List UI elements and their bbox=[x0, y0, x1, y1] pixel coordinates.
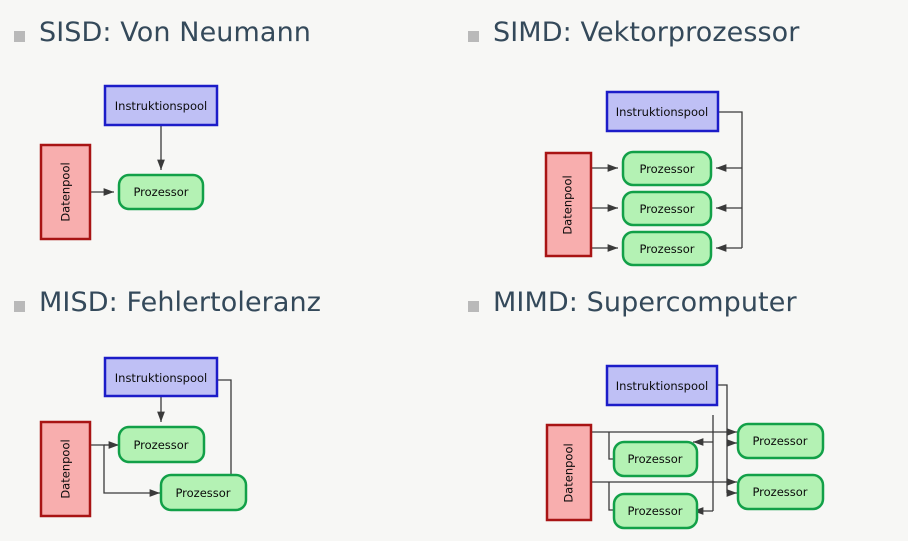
heading-sisd-text: SISD: Von Neumann bbox=[39, 17, 311, 48]
connector-instruction-bus bbox=[718, 111, 743, 248]
node-data-pool-label: Datenpool bbox=[561, 175, 575, 234]
node-processor-2-label: Prozessor bbox=[175, 486, 230, 500]
quadrant-sisd: SISD: Von Neumann Instruktionspool bbox=[0, 0, 454, 270]
node-processor-inner-2: Prozessor bbox=[612, 492, 699, 530]
node-processor-3: Prozessor bbox=[621, 230, 713, 267]
node-processor-outer-1: Prozessor bbox=[736, 422, 825, 460]
node-data-pool: Datenpool bbox=[544, 151, 593, 258]
node-data-pool: Datenpool bbox=[39, 143, 92, 241]
node-instruction-pool: Instruktionspool bbox=[605, 90, 720, 133]
node-processor-inner-1: Prozessor bbox=[612, 440, 699, 478]
node-data-pool-label: Datenpool bbox=[562, 443, 576, 502]
node-instruction-pool: Instruktionspool bbox=[103, 84, 219, 127]
connector-instruction-to-processor-2 bbox=[217, 379, 235, 486]
node-data-pool-label: Datenpool bbox=[59, 439, 73, 498]
node-instruction-pool: Instruktionspool bbox=[605, 364, 719, 407]
node-processor-outer-1-label: Prozessor bbox=[752, 434, 807, 448]
heading-misd-text: MISD: Fehlertoleranz bbox=[39, 287, 322, 318]
quadrant-misd: MISD: Fehlertoleranz bbox=[0, 270, 454, 540]
node-processor-inner-2-label: Prozessor bbox=[627, 504, 682, 518]
bullet-square-icon bbox=[14, 31, 25, 42]
heading-mimd: MIMD: Supercomputer bbox=[468, 286, 797, 320]
heading-simd: SIMD: Vektorprozessor bbox=[468, 16, 800, 50]
node-processor-outer-2: Prozessor bbox=[736, 473, 825, 511]
node-processor-outer-2-label: Prozessor bbox=[752, 485, 807, 499]
node-processor-1: Prozessor bbox=[117, 425, 206, 464]
node-processor-1-label: Prozessor bbox=[133, 185, 188, 199]
node-instruction-pool-label: Instruktionspool bbox=[616, 379, 708, 393]
node-instruction-pool: Instruktionspool bbox=[103, 356, 219, 398]
node-instruction-pool-label: Instruktionspool bbox=[115, 371, 207, 385]
node-instruction-pool-label: Instruktionspool bbox=[616, 105, 708, 119]
node-processor-2: Prozessor bbox=[159, 473, 248, 512]
node-data-pool: Datenpool bbox=[545, 423, 593, 522]
quadrant-mimd: MIMD: Supercomputer bbox=[454, 270, 908, 540]
connector-data-to-processor-inner-2 bbox=[608, 482, 627, 514]
node-processor-1: Prozessor bbox=[621, 150, 713, 187]
bullet-square-icon bbox=[468, 31, 479, 42]
connector-data-to-processor-inner-1 bbox=[608, 432, 627, 463]
node-processor-inner-1-label: Prozessor bbox=[627, 452, 682, 466]
bullet-square-icon bbox=[468, 301, 479, 312]
node-instruction-pool-label: Instruktionspool bbox=[115, 99, 207, 113]
node-processor-2-label: Prozessor bbox=[639, 202, 694, 216]
heading-misd: MISD: Fehlertoleranz bbox=[14, 286, 321, 320]
connector-group bbox=[591, 384, 737, 515]
node-processor-1: Prozessor bbox=[117, 173, 205, 211]
connector-group bbox=[90, 379, 235, 497]
bullet-square-icon bbox=[14, 301, 25, 312]
node-data-pool: Datenpool bbox=[39, 420, 92, 518]
node-processor-1-label: Prozessor bbox=[639, 162, 694, 176]
connector-data-to-processor-2 bbox=[90, 444, 160, 497]
heading-sisd: SISD: Von Neumann bbox=[14, 16, 311, 50]
node-processor-2: Prozessor bbox=[621, 190, 713, 227]
connector-group bbox=[90, 125, 165, 196]
heading-mimd-text: MIMD: Supercomputer bbox=[493, 287, 797, 318]
connector-group bbox=[591, 111, 743, 252]
node-processor-1-label: Prozessor bbox=[133, 438, 188, 452]
quadrant-simd: SIMD: Vektorprozessor bbox=[454, 0, 908, 270]
heading-simd-text: SIMD: Vektorprozessor bbox=[493, 17, 800, 48]
connector-instruction-spine-outer bbox=[712, 384, 728, 493]
node-data-pool-label: Datenpool bbox=[59, 162, 73, 221]
node-processor-3-label: Prozessor bbox=[639, 242, 694, 256]
